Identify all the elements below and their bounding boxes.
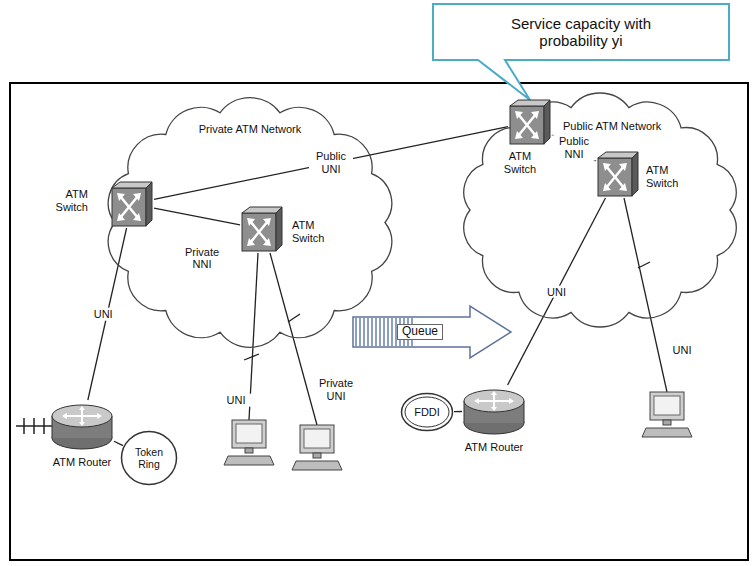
atm-switch: ATM Switch [240, 205, 284, 253]
atm-router: ATM Router [50, 400, 114, 452]
atm-switch-outline [596, 150, 640, 198]
network-name: Private ATM Network [100, 123, 400, 136]
callout-box: Service capacity with probability yi [432, 3, 730, 61]
link-line [154, 208, 240, 225]
interface-label: UNI [665, 344, 699, 357]
atm-switch-outline [110, 180, 154, 228]
link-line [154, 127, 508, 200]
atm-switch-outline [240, 205, 284, 253]
node-label: ATM Switch [498, 150, 542, 175]
token-ring: Token Ring [120, 430, 178, 486]
fddi-ring: FDDI [400, 392, 454, 432]
workstation [642, 392, 692, 437]
link-label: Public NNI [552, 135, 596, 160]
lan-bus [16, 418, 52, 434]
atm-router: ATM Router [462, 385, 526, 437]
atm-switch: ATM Switch [110, 180, 154, 228]
atm-switch-outline [508, 98, 552, 146]
node-label: ATM Switch [646, 164, 688, 189]
node-label: Queue [397, 324, 443, 340]
callout-text: Service capacity with probability yi [476, 15, 686, 50]
atm-switch: ATM Switch [596, 150, 640, 198]
node-label: ATM Switch [292, 219, 334, 244]
network-cloud: Private ATM NetworkATM SwitchATM Switch [100, 95, 400, 350]
interface-label: Private UNI [312, 377, 360, 402]
atm-router-outline [50, 400, 114, 452]
workstation [224, 420, 274, 465]
network-cloud: Public ATM NetworkATM SwitchATM Switch [455, 90, 745, 330]
atm-switch: ATM Switch [508, 98, 552, 146]
link-line [508, 198, 606, 385]
link-label: Public UNI [309, 150, 353, 175]
node-label: Token Ring [127, 446, 171, 470]
atm-router-outline [462, 385, 526, 437]
uni-wire [244, 198, 667, 425]
interface-label: UNI [219, 394, 253, 407]
network-name: Public ATM Network [563, 120, 713, 133]
workstation [292, 425, 342, 470]
frame [10, 83, 748, 560]
node-label: ATM Router [452, 441, 536, 454]
link-label: UNI [540, 285, 574, 298]
link-label: Private NNI [178, 246, 226, 271]
link-line [114, 441, 123, 445]
node-label: FDDI [414, 406, 440, 419]
link-label: UNI [86, 308, 120, 321]
node-label: ATM Switch [46, 188, 88, 213]
node-label: ATM Router [40, 456, 124, 469]
link-line [552, 135, 596, 161]
link-line [454, 411, 462, 412]
queue-arrow: Queue [352, 305, 512, 359]
